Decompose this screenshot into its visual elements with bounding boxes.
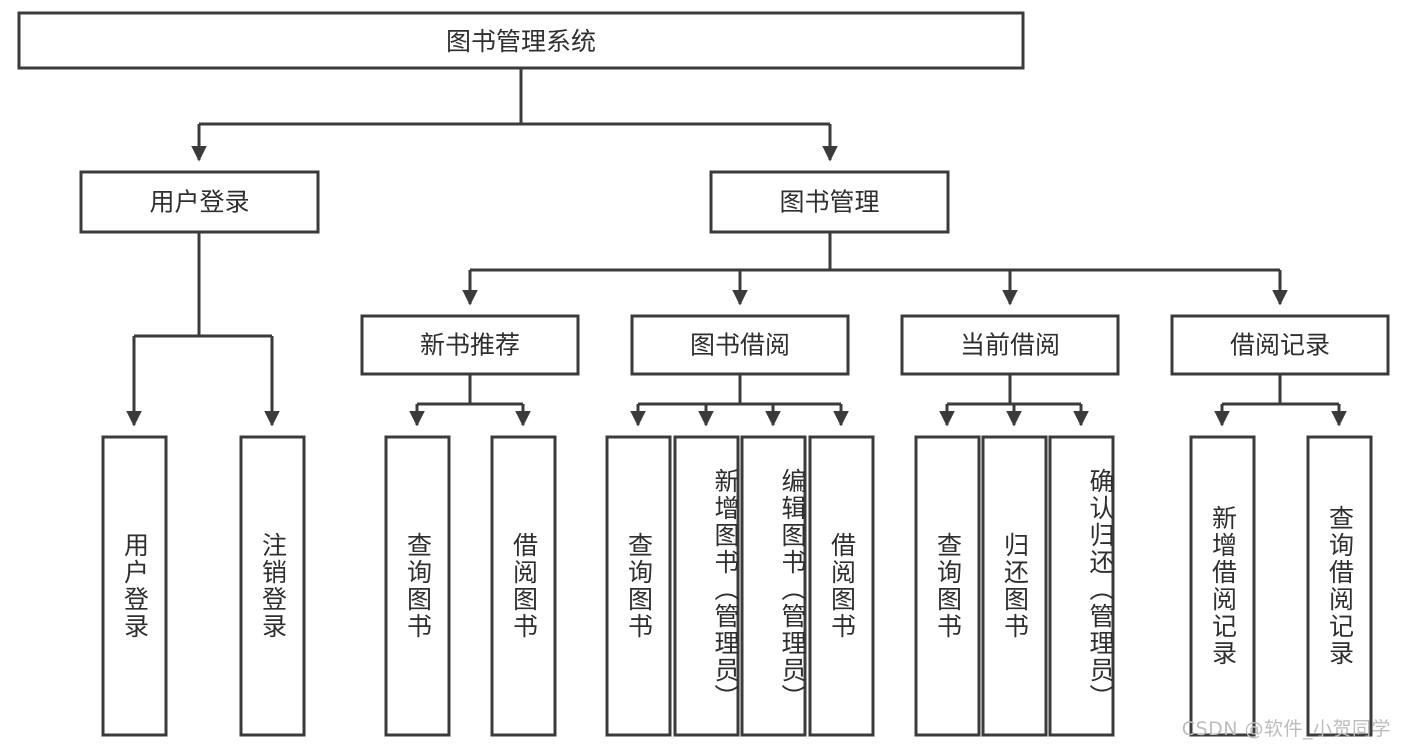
connectors-user-login-to-leaves (126, 232, 280, 427)
leaf-boxes-borrow-record (1189, 435, 1373, 737)
node-new-book-recommend-box[interactable] (360, 314, 580, 376)
connectors-new-book-to-leaves (409, 374, 531, 427)
node-root-book-management-system[interactable]: 图书管理系统 (17, 11, 1025, 70)
node-book-management-label: 图书管理 (779, 188, 879, 217)
node-book-borrow-box[interactable] (630, 314, 850, 376)
leaf-box-newbook-query[interactable] (384, 435, 451, 737)
leaf-box-newbook-borrow[interactable] (490, 435, 557, 737)
leaf-box-borrowbook-edit[interactable] (740, 435, 807, 737)
node-root-box[interactable] (17, 11, 1025, 70)
leaf-box-borrowrecord-add[interactable] (1189, 435, 1256, 737)
node-current-borrow-label: 当前借阅 (960, 331, 1060, 360)
node-book-management-box[interactable] (709, 170, 950, 234)
leaf-box-borrowrecord-query[interactable] (1306, 435, 1373, 737)
leaf-boxes-current-borrow (914, 435, 1115, 737)
node-current-borrow[interactable]: 当前借阅 (900, 314, 1120, 376)
node-root-label: 图书管理系统 (446, 27, 596, 56)
node-borrow-record[interactable]: 借阅记录 (1170, 314, 1390, 376)
node-book-management[interactable]: 图书管理 (709, 170, 950, 234)
connectors-current-borrow-to-leaves (939, 374, 1089, 427)
leaf-boxes-user-login (101, 435, 306, 737)
node-new-book-recommend-label: 新书推荐 (420, 331, 520, 360)
node-user-login-box[interactable] (79, 170, 320, 234)
node-borrow-record-label: 借阅记录 (1230, 331, 1330, 360)
leaf-box-borrowbook-add[interactable] (673, 435, 740, 737)
watermark-text: CSDN @软件_小贺同学 (1181, 718, 1391, 740)
connectors-borrow-book-to-leaves (630, 374, 849, 427)
leaf-box-currentborrow-confirm[interactable] (1048, 435, 1115, 737)
node-new-book-recommend[interactable]: 新书推荐 (360, 314, 580, 376)
leaf-box-borrowbook-query[interactable] (605, 435, 672, 737)
node-current-borrow-box[interactable] (900, 314, 1120, 376)
connectors-book-mgmt-to-level3 (462, 232, 1288, 306)
leaf-box-user-login[interactable] (101, 435, 168, 737)
connectors-borrow-record-to-leaves (1214, 374, 1347, 427)
node-borrow-record-box[interactable] (1170, 314, 1390, 376)
leaf-boxes-borrow-book (605, 435, 875, 737)
leaf-boxes-new-book (384, 435, 557, 737)
leaf-box-currentborrow-query[interactable] (914, 435, 981, 737)
leaf-box-logout[interactable] (239, 435, 306, 737)
leaf-box-currentborrow-return[interactable] (981, 435, 1048, 737)
leaf-box-borrowbook-borrow[interactable] (808, 435, 875, 737)
node-book-borrow[interactable]: 图书借阅 (630, 314, 850, 376)
connectors-root-to-level2 (191, 68, 838, 162)
node-book-borrow-label: 图书借阅 (690, 331, 790, 360)
node-user-login[interactable]: 用户登录 (79, 170, 320, 234)
node-user-login-label: 用户登录 (149, 188, 249, 217)
